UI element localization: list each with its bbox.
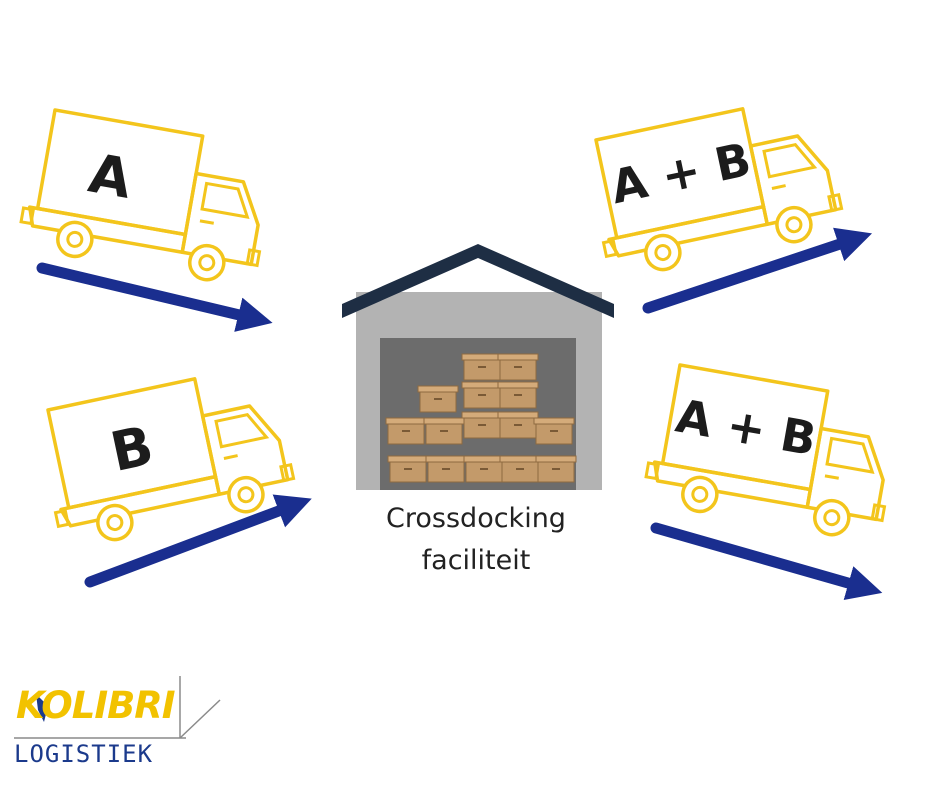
warehouse-roof xyxy=(342,244,614,318)
arrow-out-top xyxy=(642,227,873,314)
kolibri-logo: KOLIBRI LOGISTIEK xyxy=(14,676,229,776)
truck-label-ab-top: A + B xyxy=(606,132,755,214)
logo-subtitle: LOGISTIEK xyxy=(14,740,154,768)
crossdock-warehouse xyxy=(342,244,614,490)
truck-label-ab-bottom: A + B xyxy=(672,389,820,467)
hummingbird-icon xyxy=(36,694,48,722)
arrow-in-a xyxy=(36,262,273,332)
facility-caption: Crossdocking faciliteit xyxy=(346,498,606,582)
logo-frame xyxy=(14,676,221,739)
truck-a: A xyxy=(14,105,280,290)
arrow-in-b xyxy=(84,494,312,588)
truck-label-a: A xyxy=(84,141,136,210)
truck-label-b: B xyxy=(105,414,158,484)
facility-caption-line2: faciliteit xyxy=(421,545,531,576)
logo-brand-text: KOLIBRI xyxy=(16,684,176,727)
facility-caption-line1: Crossdocking xyxy=(386,503,566,534)
arrow-out-bottom xyxy=(650,522,883,601)
truck-ab-bottom: A + B xyxy=(639,360,905,545)
